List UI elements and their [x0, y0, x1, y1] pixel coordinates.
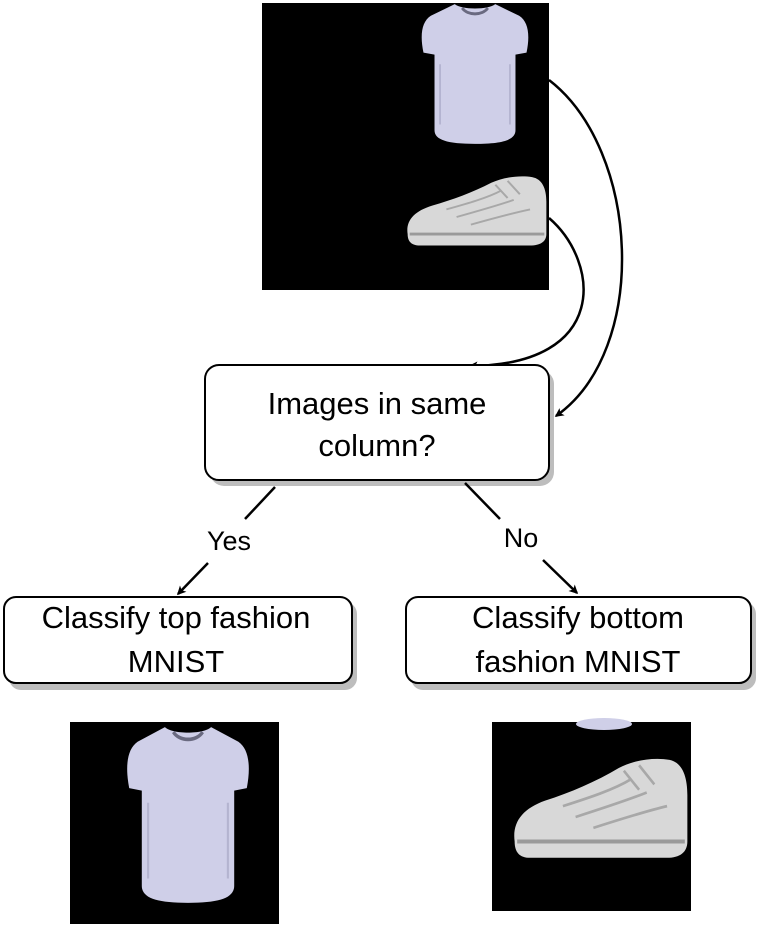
no-edge: No [464, 482, 579, 595]
no-label: No [504, 523, 539, 553]
input-image [262, 2, 549, 290]
yes-label: Yes [207, 526, 251, 556]
decision-box: Images in same column? [204, 364, 554, 486]
classify-top-line1: Classify top fashion [42, 600, 311, 635]
output-image-bottom [492, 718, 691, 911]
decision-label-line2: column? [318, 428, 435, 463]
t-shirt-icon [420, 2, 530, 146]
arrow-from-bottom-image [468, 217, 585, 371]
t-shirt-hem-fragment [576, 718, 632, 730]
classify-top-line2: MNIST [128, 644, 225, 679]
classify-bottom-line1: Classify bottom [472, 600, 684, 635]
t-shirt-icon [125, 725, 251, 905]
classify-bottom-line2: fashion MNIST [475, 644, 680, 679]
arrow-from-top-image [548, 79, 624, 418]
output-image-top [70, 722, 279, 924]
yes-edge: Yes [176, 486, 276, 596]
classify-bottom-box: Classify bottom fashion MNIST [405, 596, 756, 690]
classify-top-box: Classify top fashion MNIST [3, 596, 357, 690]
decision-label-line1: Images in same [268, 386, 487, 421]
